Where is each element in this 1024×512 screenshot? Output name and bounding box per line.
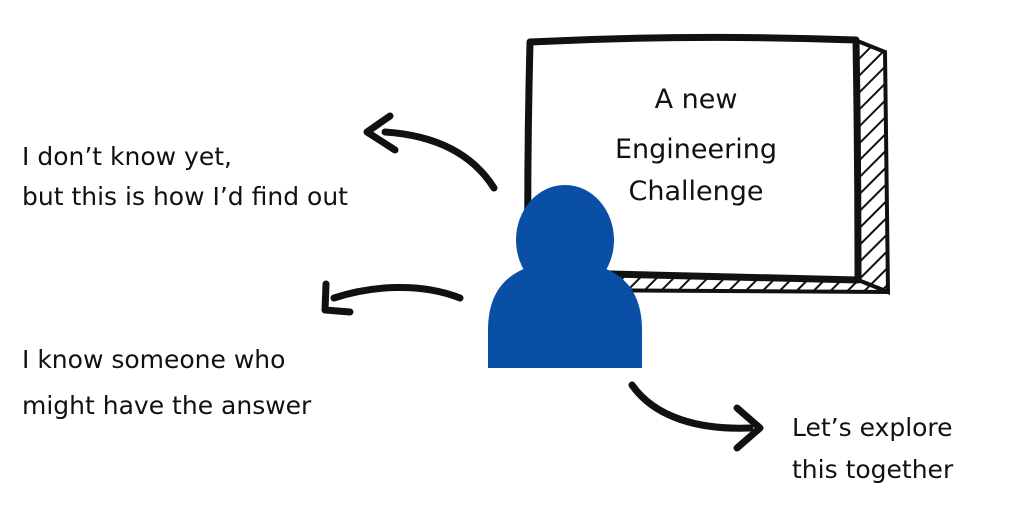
- option-ask-someone: I know someone who might have the answer: [22, 345, 312, 420]
- option-ask-someone-line-1: I know someone who: [22, 345, 285, 374]
- option-find-out-line-1: I don’t know yet,: [22, 142, 232, 171]
- person-silhouette-icon: [488, 185, 642, 368]
- board-title-line-2: Engineering: [615, 134, 777, 165]
- board-title-line-3: Challenge: [629, 176, 764, 207]
- option-explore-line-2: this together: [792, 455, 954, 484]
- person-body: [488, 262, 642, 368]
- option-explore-line-1: Let’s explore: [792, 413, 953, 442]
- arrow-explore-shaft: [628, 381, 754, 432]
- arrow-find-out-head: [363, 112, 399, 154]
- option-find-out-line-2: but this is how I’d find out: [22, 182, 348, 211]
- arrow-ask-someone-shaft: [330, 284, 464, 302]
- curved-arrow-icon: [628, 381, 764, 452]
- arrow-ask-someone-head: [321, 280, 354, 316]
- option-ask-someone-line-2: might have the answer: [22, 391, 312, 420]
- arrow-explore-head: [733, 404, 764, 452]
- option-explore: Let’s explore this together: [792, 413, 954, 484]
- curved-arrow-icon: [363, 112, 498, 192]
- curved-arrow-icon: [321, 280, 464, 316]
- option-find-out: I don’t know yet, but this is how I’d fi…: [22, 142, 348, 211]
- arrow-find-out-shaft: [381, 128, 498, 192]
- board-title-line-1: A new: [655, 84, 738, 115]
